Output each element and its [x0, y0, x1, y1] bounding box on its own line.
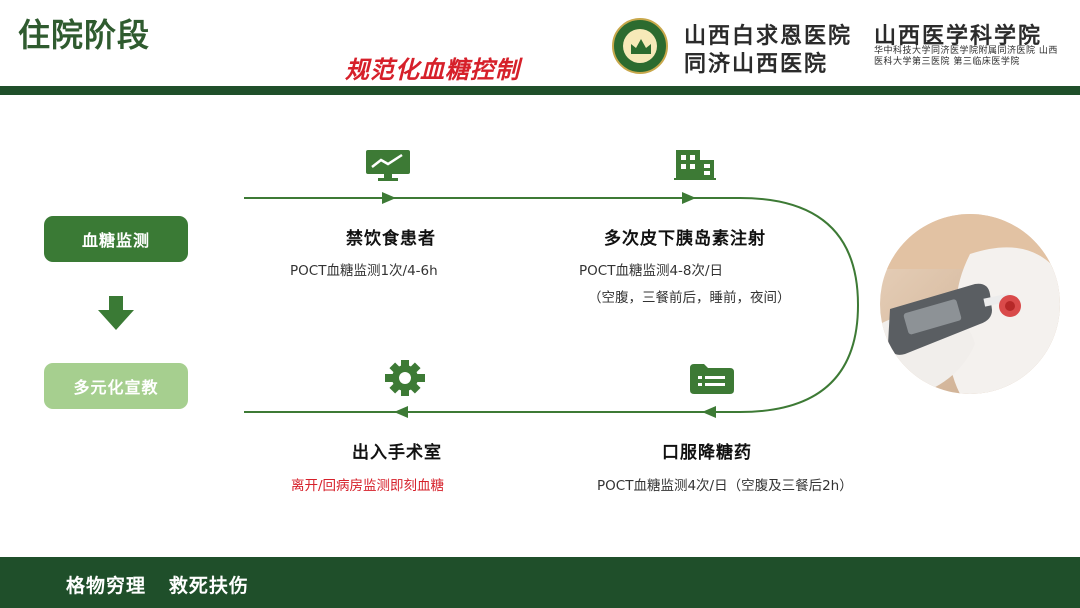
step-desc-operating-room: 离开/回病房监测即刻血糖 [291, 474, 444, 494]
gear-icon [383, 360, 427, 396]
footer-slogan: 格物穷理 救死扶伤 [66, 571, 249, 598]
step-title-fasting-patients: 禁饮食患者 [346, 224, 436, 249]
building-icon [674, 148, 716, 180]
step-title-oral-hypoglycemic: 口服降糖药 [662, 438, 752, 463]
step-title-operating-room: 出入手术室 [352, 438, 442, 463]
glucose-test-photo [880, 214, 1060, 394]
step-desc-insulin-injection: POCT血糖监测4-8次/日 [579, 259, 723, 279]
monitor-chart-icon [366, 150, 410, 182]
step-title-insulin-injection: 多次皮下胰岛素注射 [604, 224, 766, 249]
step-desc-oral-hypoglycemic: POCT血糖监测4次/日（空腹及三餐后2h） [597, 474, 853, 494]
step-desc-insulin-injection-timing: （空腹，三餐前后，睡前，夜间） [588, 286, 791, 306]
step-desc-fasting-patients: POCT血糖监测1次/4-6h [290, 259, 438, 279]
folder-list-icon [690, 364, 734, 394]
